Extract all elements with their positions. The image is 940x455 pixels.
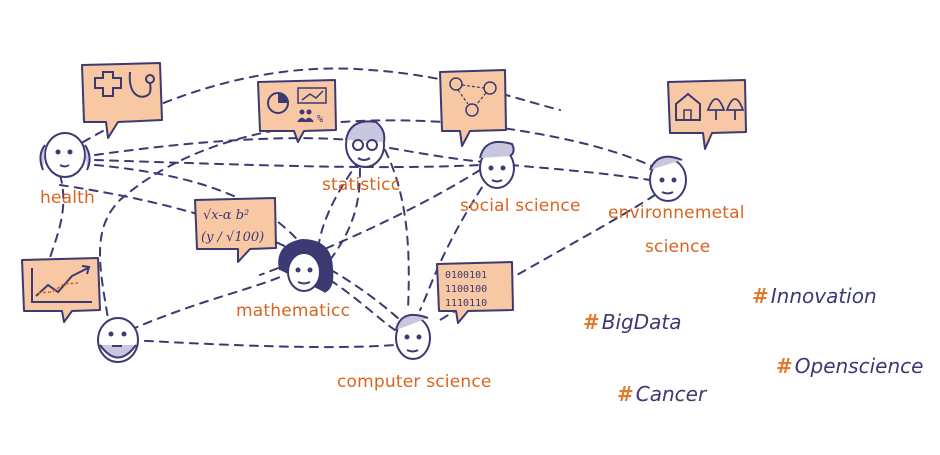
axes-icon bbox=[31, 268, 92, 303]
health-person-icon bbox=[39, 132, 91, 178]
binary-card: 0100101 1100100 1110110 bbox=[436, 261, 514, 324]
statistics-label: statisticc bbox=[322, 175, 401, 195]
computer-science-label: computer science bbox=[337, 372, 492, 392]
formula-card: √x-α b² (y / √100) bbox=[194, 197, 277, 263]
hash-icon: # bbox=[617, 382, 634, 406]
connection-line bbox=[389, 147, 486, 163]
social-science-label: social science bbox=[460, 196, 581, 216]
hashtag-bigdata: #BigData bbox=[583, 310, 682, 334]
connection-line bbox=[94, 164, 311, 256]
connection-line bbox=[94, 137, 351, 156]
connection-line bbox=[384, 149, 410, 311]
statistics-person-icon bbox=[345, 120, 386, 168]
binary-line: 0100101 bbox=[445, 270, 487, 281]
tree-icon bbox=[725, 98, 745, 120]
stethoscope-icon bbox=[128, 71, 152, 98]
binary-line: 1100100 bbox=[445, 284, 487, 295]
chart-person-icon bbox=[97, 317, 139, 363]
health-card bbox=[81, 62, 163, 139]
binary-line: 1110110 bbox=[445, 298, 487, 309]
hash-icon: # bbox=[776, 354, 793, 378]
formula-top: √x-α b² bbox=[203, 208, 249, 223]
formula-bottom: (y / √100) bbox=[201, 230, 264, 245]
mathematics-person-icon bbox=[278, 238, 334, 293]
environmental-person-icon bbox=[649, 155, 687, 202]
connection-line bbox=[329, 164, 361, 261]
house-icon bbox=[675, 92, 701, 121]
connection-line bbox=[94, 159, 481, 169]
environmental-label-line2: science bbox=[645, 237, 711, 257]
hashtag-cancer: #Cancer bbox=[617, 382, 707, 406]
connection-line bbox=[59, 184, 401, 321]
connection-line bbox=[49, 174, 65, 259]
connection-line bbox=[419, 174, 491, 311]
environmental-card bbox=[667, 79, 747, 150]
hashtag-innovation: #Innovation bbox=[752, 284, 877, 308]
environmental-label-line1: environnemetal bbox=[608, 203, 745, 223]
tree-icon bbox=[706, 98, 726, 120]
mathematics-label: mathematicc bbox=[236, 301, 351, 321]
people-icon bbox=[299, 109, 305, 115]
connection-line bbox=[129, 274, 286, 331]
health-label: health bbox=[40, 188, 96, 208]
person-icon bbox=[449, 77, 463, 91]
hash-icon: # bbox=[583, 310, 600, 334]
hashtag-openscience: #Openscience bbox=[776, 354, 924, 378]
statistics-card: % bbox=[257, 79, 337, 143]
computer-science-person-icon bbox=[395, 314, 431, 360]
medical-cross-icon bbox=[94, 71, 122, 97]
connection-line bbox=[439, 194, 656, 321]
line-chart-card bbox=[21, 257, 101, 323]
connection-line bbox=[129, 339, 396, 349]
trend-line-icon bbox=[35, 267, 89, 297]
hash-icon: # bbox=[752, 284, 769, 308]
connection-line bbox=[329, 279, 396, 331]
person-icon bbox=[465, 103, 479, 117]
social-science-person-icon bbox=[479, 140, 515, 189]
faces bbox=[39, 120, 687, 363]
connection-line bbox=[259, 169, 481, 276]
percent-icon: % bbox=[317, 114, 323, 125]
connection-line bbox=[509, 164, 651, 181]
social-science-card bbox=[439, 69, 507, 147]
bar-chart-icon bbox=[297, 87, 327, 104]
